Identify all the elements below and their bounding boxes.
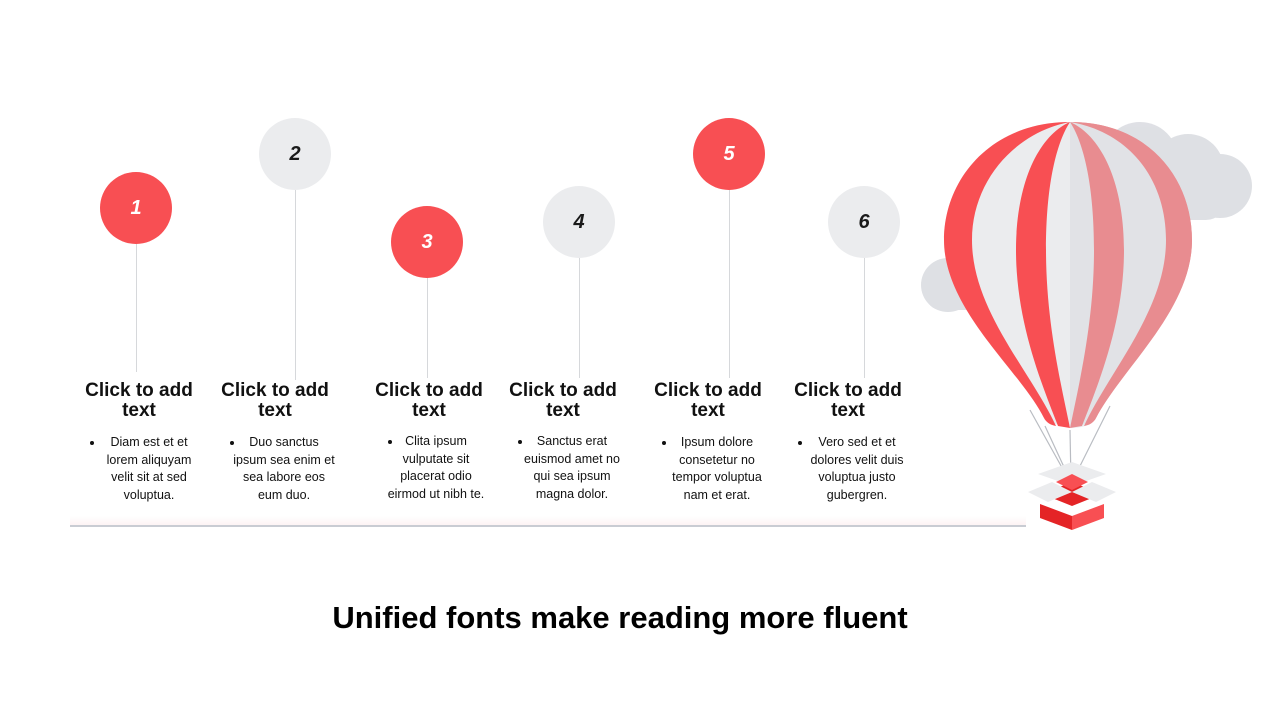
step-4-marker: 4 (543, 186, 615, 258)
step-6-number: 6 (858, 210, 870, 233)
slide-title[interactable]: Unified fonts make reading more fluent (332, 600, 908, 635)
step-6-stem (864, 258, 865, 378)
step-3-stem (427, 278, 428, 378)
hot-air-balloon-illustration (921, 122, 1252, 530)
gift-box-basket (1028, 462, 1116, 530)
step-5-number: 5 (723, 142, 735, 165)
step-6-heading[interactable]: Click to add text (794, 380, 902, 421)
step-4-stem (579, 258, 580, 378)
step-5-heading[interactable]: Click to add text (654, 380, 762, 421)
step-5-bullet-dot (662, 441, 666, 445)
step-3-body[interactable]: Clita ipsum vulputate sit placerat odio … (387, 434, 485, 501)
step-1-stem (136, 244, 137, 372)
step-3-heading[interactable]: Click to add text (375, 380, 483, 421)
step-6-marker: 6 (828, 186, 900, 258)
step-1-bullet-dot (90, 441, 94, 445)
step-3-marker: 3 (391, 206, 463, 278)
step-2-bullet-dot (230, 441, 234, 445)
step-1-marker: 1 (100, 172, 172, 244)
timeline-baseline (70, 525, 1026, 527)
step-4-number: 4 (573, 210, 585, 233)
step-2-number: 2 (289, 142, 301, 165)
step-1-number: 1 (130, 196, 142, 219)
step-6-body[interactable]: Vero sed et et dolores velit duis volupt… (810, 435, 904, 502)
baseline-glow (70, 516, 1026, 525)
step-3-number: 3 (421, 230, 433, 253)
step-1-heading[interactable]: Click to add text (85, 380, 193, 421)
balloon-envelope (944, 122, 1192, 428)
step-2-body[interactable]: Duo sanctus ipsum sea enim et sea labore… (233, 435, 335, 502)
step-2-marker: 2 (259, 118, 331, 190)
step-2-heading[interactable]: Click to add text (221, 380, 329, 421)
step-1-body[interactable]: Diam est et et lorem aliquyam velit sit … (106, 435, 192, 502)
step-3-bullet-dot (388, 440, 392, 444)
step-5-body[interactable]: Ipsum dolore consetetur no tempor volupt… (672, 435, 762, 502)
step-4-heading[interactable]: Click to add text (509, 380, 617, 421)
step-5-marker: 5 (693, 118, 765, 190)
step-5-stem (729, 190, 730, 378)
step-6-bullet-dot (798, 441, 802, 445)
step-2-stem (295, 190, 296, 380)
step-4-bullet-dot (518, 440, 522, 444)
step-4-body[interactable]: Sanctus erat euismod amet no qui sea ips… (524, 434, 620, 501)
